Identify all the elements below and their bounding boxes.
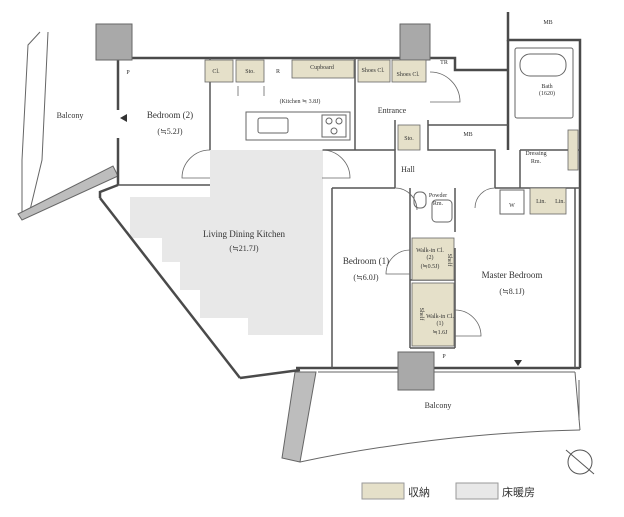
- label-wic2-a: Walk-in Cl.: [416, 248, 444, 254]
- label-ldk-size: (≒21.7J): [229, 244, 258, 253]
- label-shoes-cl1: Shoes Cl.: [361, 68, 385, 74]
- label-p2: P: [442, 354, 446, 360]
- bath-fixture: [514, 47, 574, 119]
- label-shelf2: Shelf: [418, 308, 425, 321]
- label-bedroom1: Bedroom (1): [343, 256, 389, 266]
- door-swings: [181, 71, 496, 337]
- legend-heating-label: 床暖房: [502, 485, 535, 499]
- label-bedroom2: Bedroom (2): [147, 110, 193, 120]
- west-balcony: [17, 31, 119, 221]
- label-powder: Powder: [429, 193, 447, 199]
- label-wic2-c: (≒0.5J): [421, 263, 440, 270]
- label-balcony-south: Balcony: [425, 401, 452, 410]
- column-nw: [95, 23, 133, 61]
- label-cupboard: Cupboard: [310, 65, 334, 71]
- south-balcony: [281, 371, 581, 463]
- label-cl: Cl.: [212, 69, 220, 75]
- label-bath-size: (1620): [539, 90, 555, 97]
- label-ldk: Living Dining Kitchen: [203, 229, 285, 239]
- label-bath: Bath: [541, 84, 552, 90]
- label-bedroom1-size: (≒6.0J): [353, 273, 378, 282]
- washroom-fixtures: [413, 189, 525, 223]
- label-master-bedroom: Master Bedroom: [482, 270, 543, 280]
- label-wic1-a: Walk-in Cl.: [426, 314, 454, 320]
- label-wic1-b: (1): [437, 320, 444, 327]
- label-mb-mid: MB: [463, 132, 472, 138]
- label-p1: P: [126, 70, 130, 76]
- label-r: R: [276, 69, 280, 75]
- label-wic1-c: ≒1.6J: [433, 330, 449, 336]
- floor-heating-area: [130, 150, 323, 335]
- label-lin1: Lin.: [536, 199, 546, 205]
- label-shoes-cl2: Shoes Cl.: [396, 72, 420, 78]
- label-wic2-b: (2): [427, 254, 434, 261]
- label-sto1: Sto.: [245, 69, 255, 75]
- legend-storage-label: 収納: [408, 486, 430, 499]
- label-sto2: Sto.: [404, 136, 414, 142]
- south-entry-marker: [514, 360, 522, 366]
- label-mb-top: MB: [543, 20, 552, 26]
- label-balcony-west: Balcony: [57, 111, 84, 120]
- label-tr: TR: [440, 60, 448, 66]
- label-lin2: Lin.: [555, 199, 565, 205]
- label-kitchen: (Kitchen ≒ 3.8J): [280, 98, 321, 105]
- exterior-walls: [98, 12, 582, 380]
- compass-icon: [565, 449, 595, 475]
- west-entry-marker: [120, 114, 127, 122]
- label-hall: Hall: [401, 165, 416, 174]
- column-n: [399, 23, 431, 61]
- label-powder-rm: Rm.: [433, 201, 444, 207]
- label-master-size: (≒8.1J): [499, 287, 524, 296]
- label-entrance: Entrance: [378, 106, 407, 115]
- label-dressing: Dressing: [525, 151, 546, 157]
- label-w: W: [509, 203, 515, 209]
- label-dressing-rm: Rm.: [531, 159, 542, 165]
- legend-storage-swatch: [361, 482, 405, 500]
- label-bedroom2-size: (≒5.2J): [157, 127, 182, 136]
- column-s: [397, 351, 435, 391]
- legend-heating-swatch: [455, 482, 499, 500]
- kitchen-counter: [245, 111, 351, 141]
- storage-areas: [204, 59, 579, 347]
- label-shelf1: Shelf: [446, 254, 453, 267]
